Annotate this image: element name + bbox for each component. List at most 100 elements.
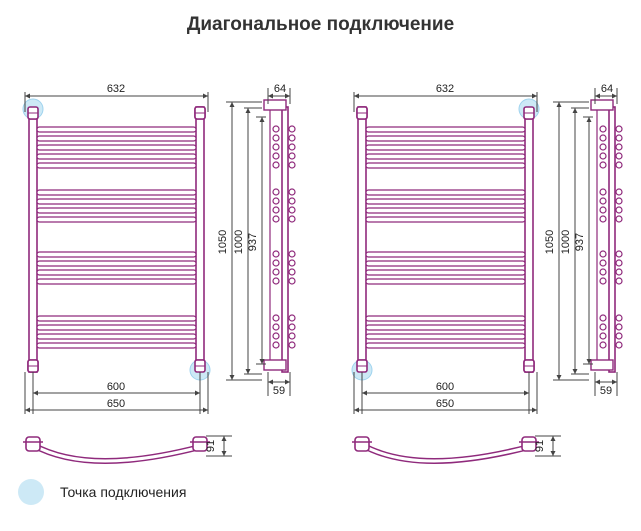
side-rail-end [272,206,280,214]
side-rail-end [615,259,623,267]
rail-bar [365,144,526,151]
rail-bar [365,342,526,349]
side-rail-end [615,314,623,322]
rail-bar [365,162,526,169]
rail-bar [365,333,526,340]
rail-bar [36,251,197,258]
dim-59-arrow-start [595,379,600,385]
side-collector [281,106,289,373]
dim-650-arrow-start [25,407,30,413]
side-rail-end [615,125,623,133]
dim-600-label: 600 [436,381,454,393]
side-rail-end [288,134,296,142]
side-rail-end [615,250,623,258]
rail-bar [36,153,197,160]
side-rail-end [599,314,607,322]
side-rail-end [272,250,280,258]
rail-bar [36,162,197,169]
right-collector [524,106,534,373]
page-title: Диагональное подключение [186,14,455,35]
connection-point-icon [18,479,44,505]
dim-632-arrow-end [532,93,537,99]
side-rail-end [615,188,623,196]
dim-1000-label: 1000 [233,230,245,254]
dim-64-arrow-end [612,93,617,99]
side-rail-end [288,152,296,160]
side-rail-end [272,125,280,133]
side-rail-end [599,332,607,340]
side-rail-end [288,323,296,331]
dim-1050-arrow-start [229,102,235,107]
rail-bar [365,153,526,160]
rail-bar [365,198,526,205]
profile-fitting-left [354,436,370,452]
side-rail-end [288,188,296,196]
rail-bar [365,251,526,258]
side-rail-end [272,215,280,223]
profile-pipe-inner [31,443,202,463]
dim-59-arrow-start [268,379,273,385]
rail-bar [365,207,526,214]
side-rail-end [272,314,280,322]
side-rail-end [288,268,296,276]
dim-600-arrow-end [195,390,200,396]
dim-632-arrow-start [354,93,359,99]
side-rail-end [272,277,280,285]
side-rail-end [599,125,607,133]
left-collector [28,106,38,373]
dim-937-arrow-start [259,117,265,122]
side-rail-end [615,268,623,276]
dim-650-arrow-end [203,407,208,413]
side-rail-end [615,277,623,285]
dim-1050-label: 1050 [544,230,556,254]
side-rail-end [288,125,296,133]
dim-91-arrow-end [221,451,227,456]
dim-59-label: 59 [273,385,285,397]
dim-64-label: 64 [601,83,613,95]
side-rail-end [599,152,607,160]
rail-bar [36,144,197,151]
side-rail-end [288,215,296,223]
side-rail-end [288,332,296,340]
side-bracket-bottom [263,359,287,371]
side-rail-end [288,314,296,322]
side-rail-end [272,197,280,205]
dim-64-arrow-start [595,93,600,99]
dim-64-arrow-end [285,93,290,99]
rail-bar [365,216,526,223]
side-rail-end [288,161,296,169]
dim-64-arrow-start [268,93,273,99]
side-rail-end [599,206,607,214]
rail-bar [36,269,197,276]
rail-bar [36,324,197,331]
dim-91-label: 91 [534,440,546,452]
profile-fitting-right [192,436,208,452]
rail-bar [36,315,197,322]
dim-59-arrow-end [612,379,617,385]
dim-937-arrow-end [586,359,592,364]
profile-pipe-inner [360,443,531,463]
side-rail-end [599,277,607,285]
side-rail-end [615,206,623,214]
side-rail-end [272,143,280,151]
side-rail-end [599,215,607,223]
rail-bar [365,269,526,276]
side-rail-end [599,250,607,258]
legend-label: Точка подключения [60,484,187,500]
dim-937-arrow-end [259,359,265,364]
side-bracket-top [263,99,287,111]
rail-bar [36,126,197,133]
dim-650-arrow-end [532,407,537,413]
side-rail-end [272,134,280,142]
side-rail-end [615,134,623,142]
dim-91-arrow-start [221,436,227,441]
dim-937-arrow-start [586,117,592,122]
side-rail-end [272,268,280,276]
dim-1000-label: 1000 [560,230,572,254]
dim-64-label: 64 [274,83,286,95]
rail-bar [365,315,526,322]
dim-600-arrow-start [33,390,38,396]
side-rail-end [599,197,607,205]
dim-1050-arrow-end [556,375,562,380]
